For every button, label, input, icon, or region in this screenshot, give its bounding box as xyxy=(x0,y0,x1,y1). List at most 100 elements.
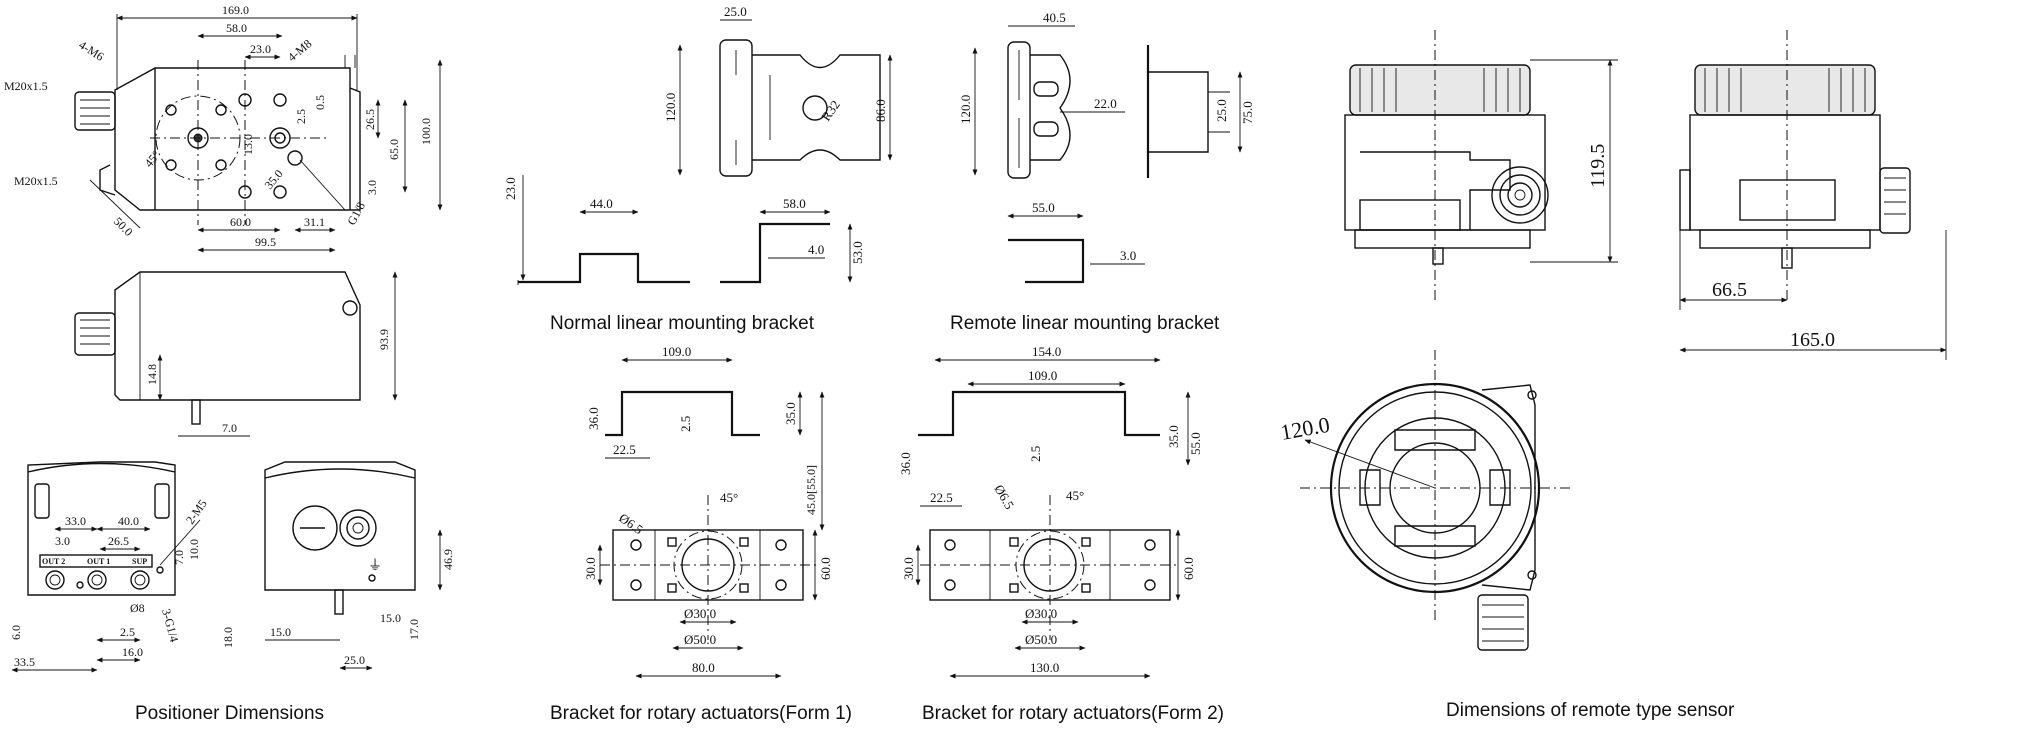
dim-44: 44.0 xyxy=(590,196,613,211)
label-4-m8: 4-M8 xyxy=(285,36,314,64)
dim-35: 35.0 xyxy=(262,167,286,192)
remote-sensor-top-view: 120.0 xyxy=(1279,350,1570,651)
dim-30: 30.0 xyxy=(583,557,598,580)
dim-65: 65.0 xyxy=(387,139,401,160)
dim-16: 16.0 xyxy=(122,645,143,659)
dim-40: 40.0 xyxy=(118,514,139,528)
port-label-sup: SUP xyxy=(132,557,147,566)
dim-22-5: 22.5 xyxy=(930,490,953,505)
caption-positioner-dimensions: Positioner Dimensions xyxy=(135,703,325,724)
dim-phi6-5: Ø6.5 xyxy=(616,510,646,537)
dim-93-9: 93.9 xyxy=(377,329,391,350)
label-m20-top: M20x1.5 xyxy=(4,79,48,93)
dim-2-5: 2.5 xyxy=(1028,446,1043,462)
dim-45-55: 45.0[55.0] xyxy=(804,465,818,515)
dim-22-5: 22.5 xyxy=(613,442,636,457)
dim-26-5: 26.5 xyxy=(363,109,377,130)
dim-31-1: 31.1 xyxy=(304,215,325,229)
remote-linear-bracket: 40.5 120.0 22.0 25.0 75.0 55.0 3.0 xyxy=(958,10,1255,284)
dim-4: 4.0 xyxy=(808,242,824,257)
rotary-bracket-form2: 154.0 109.0 36.0 2.5 35.0 55.0 22.5 Ø6.5… xyxy=(898,344,1203,679)
angle-45: 45° xyxy=(142,148,164,170)
dim-3: 3.0 xyxy=(1120,248,1136,263)
dim-109: 109.0 xyxy=(662,344,691,359)
dim-14-8: 14.8 xyxy=(145,364,159,385)
rotary-bracket-form1: 109.0 36.0 2.5 35.0 22.5 45.0[55.0] Ø6.5… xyxy=(583,344,833,679)
caption-normal-linear-bracket: Normal linear mounting bracket xyxy=(550,313,815,334)
dim-15-right: 15.0 xyxy=(380,611,401,625)
dim-3: 3.0 xyxy=(365,180,379,195)
dim-23: 23.0 xyxy=(503,177,518,200)
dim-86: 86.0 xyxy=(873,99,888,122)
label-m20-bottom: M20x1.5 xyxy=(14,174,58,188)
dim-25: 25.0 xyxy=(1214,99,1229,122)
caption-rotary-form2: Bracket for rotary actuators(Form 2) xyxy=(922,703,1224,724)
dim-18: 18.0 xyxy=(221,627,235,648)
dim-35: 35.0 xyxy=(783,402,798,425)
dim-7: 7.0 xyxy=(222,421,237,435)
dim-60: 60.0 xyxy=(230,215,251,229)
dim-23: 23.0 xyxy=(250,42,271,56)
label-g1-8: G1/8 xyxy=(344,200,368,228)
caption-remote-linear-bracket: Remote linear mounting bracket xyxy=(950,313,1220,334)
dim-130: 130.0 xyxy=(1030,660,1059,675)
dim-35: 35.0 xyxy=(1166,425,1181,448)
normal-linear-bracket: 25.0 120.0 R32 86.0 23.0 44.0 58.0 4.0 5… xyxy=(503,4,893,285)
label-4-m6: 4-M6 xyxy=(76,38,106,64)
dim-154: 154.0 xyxy=(1032,344,1061,359)
dim-75: 75.0 xyxy=(1240,101,1255,124)
dim-58: 58.0 xyxy=(783,196,806,211)
dim-80: 80.0 xyxy=(692,660,715,675)
dim-3: 3.0 xyxy=(55,534,70,548)
label-3-g1-4: 3-G1/4 xyxy=(159,607,181,643)
port-label-out2: OUT 2 xyxy=(42,557,65,566)
dim-109: 109.0 xyxy=(1028,368,1057,383)
caption-rotary-form1: Bracket for rotary actuators(Form 1) xyxy=(550,703,852,724)
dim-53: 53.0 xyxy=(850,241,865,264)
dim-40-5: 40.5 xyxy=(1043,10,1066,25)
dim-10: 10.0 xyxy=(187,539,201,560)
dim-phi50: Ø50.0 xyxy=(684,632,716,647)
dim-13: 13.0 xyxy=(241,134,255,155)
dim-36: 36.0 xyxy=(898,452,913,475)
dim-169: 169.0 xyxy=(222,3,249,17)
dim-0-5: 0.5 xyxy=(313,95,327,110)
dim-phi30: Ø30.0 xyxy=(1025,606,1057,621)
dim-165: 165.0 xyxy=(1790,329,1835,351)
positioner-top-view: 169.0 58.0 23.0 4-M6 4-M8 M20x1.5 M20x1.… xyxy=(4,3,443,253)
dim-119-5: 119.5 xyxy=(1587,144,1609,188)
dim-33-5: 33.5 xyxy=(14,655,35,669)
dim-60: 60.0 xyxy=(818,557,833,580)
dim-33: 33.0 xyxy=(65,514,86,528)
dim-25: 25.0 xyxy=(344,653,365,667)
dim-2-5: 2.5 xyxy=(678,416,693,432)
dim-6: 6.0 xyxy=(9,625,23,640)
dim-phi6-5: Ø6.5 xyxy=(991,482,1017,512)
dim-55: 55.0 xyxy=(1188,432,1203,455)
dim-55: 55.0 xyxy=(1032,200,1055,215)
remote-sensor-front-view: 119.5 xyxy=(1344,30,1618,300)
dim-99-5: 99.5 xyxy=(255,235,276,249)
label-2-m5: 2-M5 xyxy=(183,497,210,527)
dim-25: 25.0 xyxy=(724,4,747,19)
angle-45: 45° xyxy=(720,490,738,505)
ground-icon: ⏚ xyxy=(368,558,382,574)
angle-45: 45° xyxy=(1066,488,1084,503)
dim-50: 50.0 xyxy=(111,214,136,239)
dim-15-left: 15.0 xyxy=(270,625,291,639)
dim-36: 36.0 xyxy=(586,407,601,430)
dim-46-9: 46.9 xyxy=(441,549,455,570)
dim-2-5: 2.5 xyxy=(120,625,135,639)
dim-30: 30.0 xyxy=(901,557,916,580)
dim-58: 58.0 xyxy=(226,21,247,35)
dim-66-5: 66.5 xyxy=(1712,279,1747,301)
dim-22: 22.0 xyxy=(1094,96,1117,111)
dim-phi50: Ø50.0 xyxy=(1025,632,1057,647)
radius-r32: R32 xyxy=(818,97,843,123)
dim-120-radius: 120.0 xyxy=(1279,412,1332,445)
dim-60: 60.0 xyxy=(1181,557,1196,580)
caption-remote-sensor: Dimensions of remote type sensor xyxy=(1446,700,1735,721)
dim-100: 100.0 xyxy=(419,118,433,145)
